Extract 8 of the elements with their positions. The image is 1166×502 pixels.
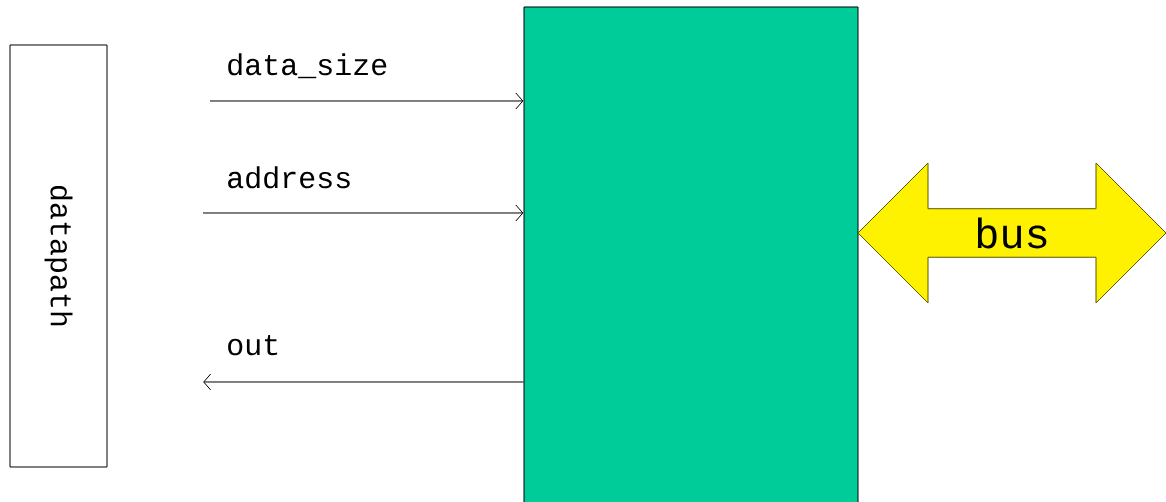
arrow	[209, 92, 524, 110]
edge-label: out	[225, 334, 282, 357]
datapath-box: datapath	[9, 44, 108, 468]
edge-label: data_size	[225, 52, 390, 80]
arrow	[202, 204, 524, 222]
module-box	[523, 6, 859, 502]
arrow	[203, 373, 524, 391]
edge-label: address	[225, 165, 354, 190]
